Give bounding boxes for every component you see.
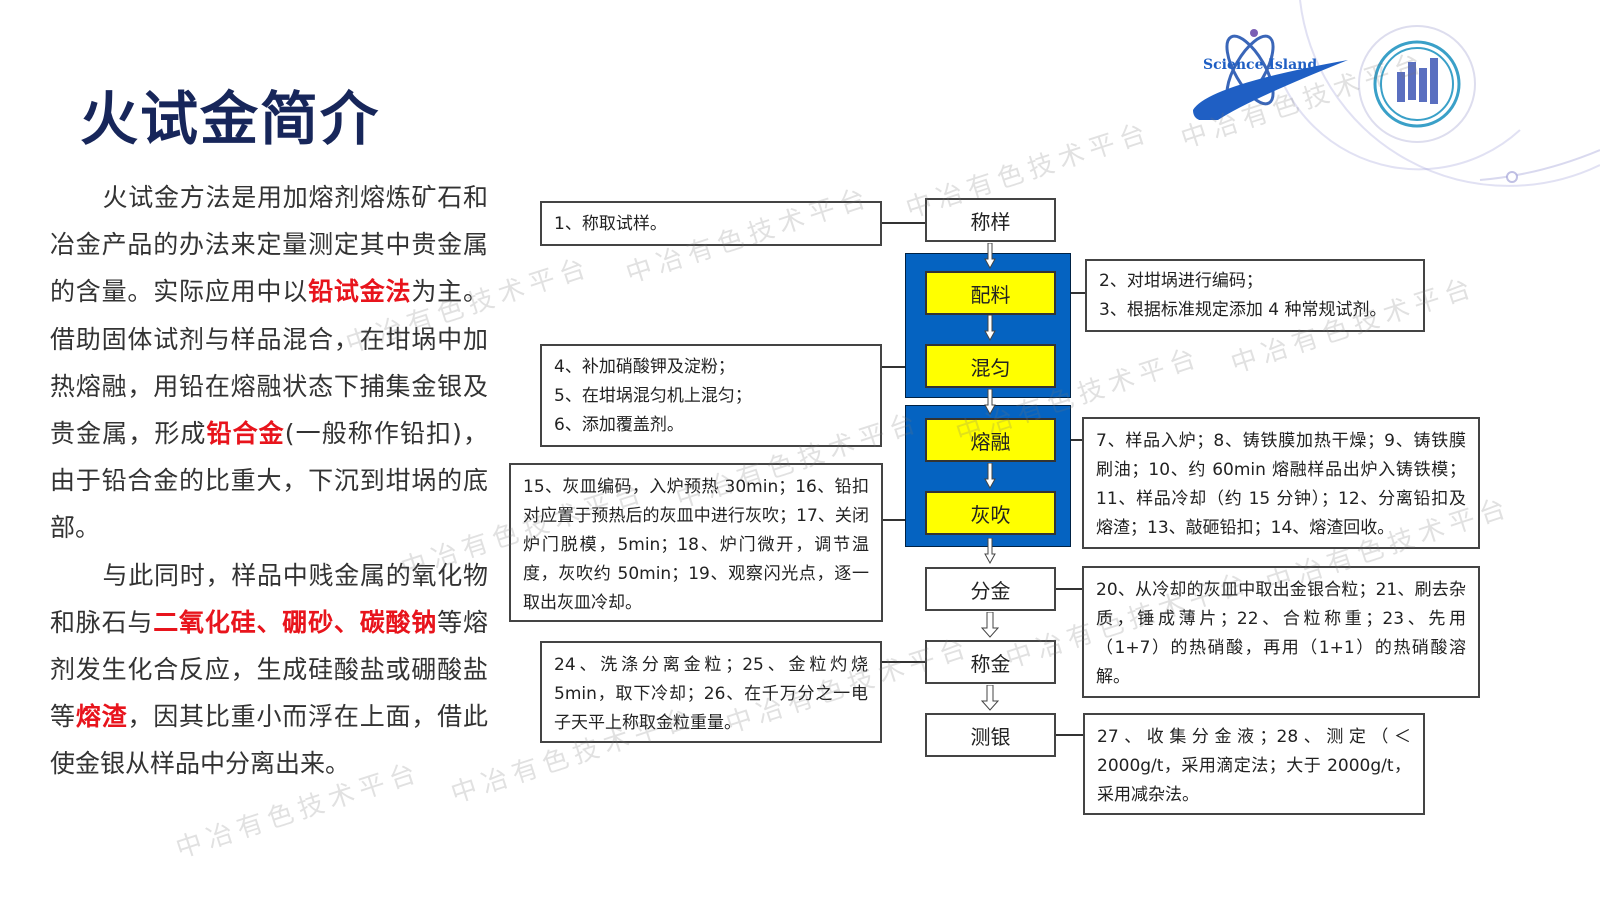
note-15-19: 15、灰皿编码，入炉预热 30min；16、铅扣对应置于预热后的灰皿中进行灰吹；… xyxy=(509,463,883,622)
connector xyxy=(882,519,926,521)
highlight: 铅试金法 xyxy=(308,277,412,307)
text: 等熔剂发生化合反应，生成硅酸盐或硼酸盐等 xyxy=(50,607,488,732)
note-line: 24、洗涤分离金粒；25、金粒灼烧 5min，取下冷却；26、在千万分之一电子天… xyxy=(554,655,868,733)
note-7-14: 7、样品入炉；8、铸铁膜加热干燥；9、铸铁膜刷油；10、约 60min 熔融样品… xyxy=(1082,417,1480,549)
step-mixing: 混匀 xyxy=(925,344,1056,388)
note-line: 5、在坩埚混匀机上混匀； xyxy=(554,386,752,406)
note-line: 4、补加硝酸钾及淀粉； xyxy=(554,357,735,377)
step-parting: 分金 xyxy=(925,567,1056,611)
note-24-26: 24、洗涤分离金粒；25、金粒灼烧 5min，取下冷却；26、在千万分之一电子天… xyxy=(540,641,882,743)
text: ，因其比重小而浮在上面，借此使金银从样品中分离出来。 xyxy=(50,702,488,779)
note-4-6: 4、补加硝酸钾及淀粉； 5、在坩埚混匀机上混匀； 6、添加覆盖剂。 xyxy=(540,344,882,447)
intro-paragraph-2: 与此同时，样品中贱金属的氧化物和脉石与二氧化硅、硼砂、碳酸钠等熔剂发生化合反应，… xyxy=(50,552,488,788)
connector xyxy=(882,661,926,663)
arrow-down-icon xyxy=(984,389,996,415)
connector xyxy=(1055,734,1083,736)
arrow-down-icon xyxy=(984,315,996,341)
connector xyxy=(882,366,926,368)
highlight: 熔渣 xyxy=(75,702,128,732)
note-line: 27、收集分金液；28、测定（＜2000g/t，采用滴定法；大于 2000g/t… xyxy=(1097,727,1411,805)
note-line: 2、对坩埚进行编码； xyxy=(1099,271,1263,291)
arrow-down-icon xyxy=(984,463,996,489)
note-2-3: 2、对坩埚进行编码； 3、根据标准规定添加 4 种常规试剂。 xyxy=(1085,259,1425,332)
industry-center-logo xyxy=(1358,25,1476,143)
connector xyxy=(1055,588,1083,590)
text: 为主。借助固体试剂与样品混合，在坩埚中加热熔融，用铅在熔融状态下捕集金银及贵金属… xyxy=(50,277,488,449)
connector xyxy=(882,222,926,224)
text: 火试金方法是用加熔剂熔炼矿石和冶金产品的办法来定量测定其中贵金属的含量。实际应用… xyxy=(50,183,488,307)
arrow-down-icon xyxy=(981,612,999,638)
intro-text: 火试金方法是用加熔剂熔炼矿石和冶金产品的办法来定量测定其中贵金属的含量。实际应用… xyxy=(50,174,488,788)
highlight: 铅合金 xyxy=(206,419,285,449)
step-batching: 配料 xyxy=(925,271,1056,315)
arrow-down-icon xyxy=(981,685,999,711)
text: 与此同时，样品中贱金属的氧化物和脉石与 xyxy=(50,560,488,637)
note-20-23: 20、从冷却的灰皿中取出金银合粒；21、刷去杂质，锤成薄片；22、合粒称重；23… xyxy=(1082,566,1480,698)
arrow-down-icon xyxy=(984,538,996,564)
step-fusion: 熔融 xyxy=(925,418,1056,462)
note-line: 7、样品入炉；8、铸铁膜加热干燥；9、铸铁膜刷油；10、约 60min 熔融样品… xyxy=(1096,431,1466,538)
note-line: 1、称取试样。 xyxy=(554,214,667,234)
note-line: 20、从冷却的灰皿中取出金银合粒；21、刷去杂质，锤成薄片；22、合粒称重；23… xyxy=(1096,580,1466,687)
step-cupellation: 灰吹 xyxy=(925,491,1056,535)
page-title: 火试金简介 xyxy=(80,85,381,153)
note-line: 3、根据标准规定添加 4 种常规试剂。 xyxy=(1099,300,1387,320)
highlight: 二氧化硅、硼砂、碳酸钠 xyxy=(153,607,438,637)
decorative-arc xyxy=(1280,0,1600,187)
step-weigh-sample: 称样 xyxy=(925,198,1056,242)
text: (一般称作铅扣)，由于铅合金的比重大，下沉到坩埚的底部。 xyxy=(50,419,488,543)
note-line: 15、灰皿编码，入炉预热 30min；16、铅扣对应置于预热后的灰皿中进行灰吹；… xyxy=(523,477,869,613)
logo-text: Science Island xyxy=(1203,57,1317,73)
note-1: 1、称取试样。 xyxy=(540,201,882,246)
arrow-down-icon xyxy=(984,243,996,269)
step-weigh-gold: 称金 xyxy=(925,640,1056,684)
note-line: 6、添加覆盖剂。 xyxy=(554,415,684,435)
note-27-28: 27、收集分金液；28、测定（＜2000g/t，采用滴定法；大于 2000g/t… xyxy=(1083,713,1425,815)
step-silver: 测银 xyxy=(925,713,1056,757)
science-island-logo: Science Island xyxy=(1193,29,1348,120)
intro-paragraph-1: 火试金方法是用加熔剂熔炼矿石和冶金产品的办法来定量测定其中贵金属的含量。实际应用… xyxy=(50,174,488,552)
